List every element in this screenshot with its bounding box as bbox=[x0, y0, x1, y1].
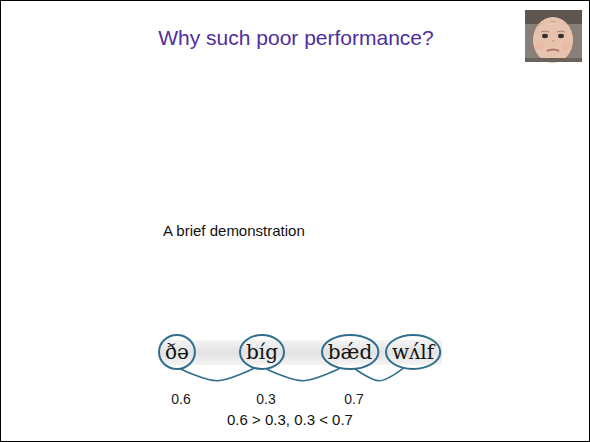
baby-photo bbox=[525, 10, 582, 63]
phonetic-word: bíg bbox=[246, 340, 278, 364]
phonetic-word: bǽd bbox=[328, 340, 372, 364]
word-band bbox=[160, 340, 442, 365]
slide-title: Why such poor performance? bbox=[158, 26, 433, 50]
word-circle: bǽd bbox=[321, 334, 379, 370]
circle-shape bbox=[386, 335, 440, 369]
transition-arc bbox=[266, 368, 341, 381]
comparison-text: 0.6 > 0.3, 0.3 < 0.7 bbox=[227, 411, 353, 428]
transition-arc bbox=[180, 368, 254, 381]
phonetic-word: ðə bbox=[165, 340, 189, 364]
circle-shape bbox=[322, 335, 378, 369]
circle-shape bbox=[240, 335, 284, 369]
circle-shape bbox=[159, 335, 195, 369]
word-circle: wʌ́lf bbox=[385, 334, 441, 370]
probability-label: 0.7 bbox=[342, 391, 365, 407]
phonetic-word: wʌ́lf bbox=[392, 340, 434, 364]
note-text: A brief demonstration bbox=[163, 222, 305, 239]
transition-arc bbox=[355, 368, 404, 381]
probability-label: 0.3 bbox=[254, 391, 277, 407]
word-circle: bíg bbox=[239, 334, 285, 370]
probability-label: 0.6 bbox=[169, 391, 192, 407]
word-circle: ðə bbox=[158, 334, 196, 370]
